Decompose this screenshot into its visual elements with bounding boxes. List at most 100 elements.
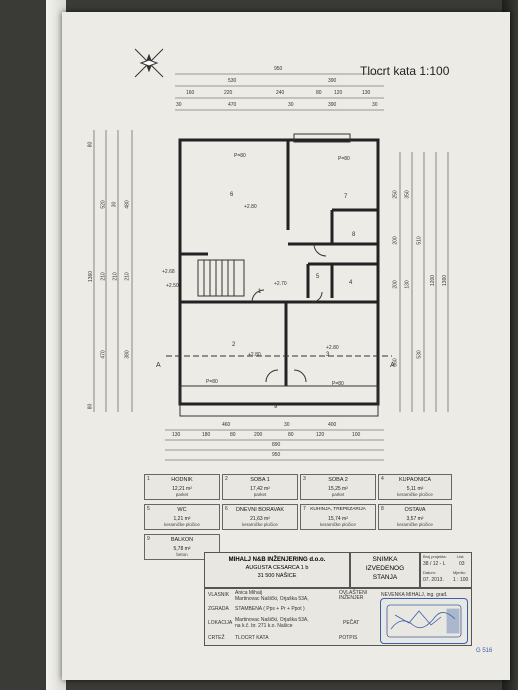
dim-label: 30 <box>111 201 118 208</box>
dim-label: 100 <box>352 432 361 438</box>
sheet-header: List: <box>457 554 465 559</box>
dim-label: 30 <box>372 102 378 108</box>
window-label: P=80 <box>338 156 350 162</box>
dim-label: 180 <box>202 432 211 438</box>
dim-label: 890 <box>272 442 281 448</box>
room-card-area: 15,25 <box>328 486 341 492</box>
room-card-unit: m² <box>417 486 424 492</box>
room-card-number: 3 <box>303 476 306 482</box>
plan-title: Tlocrt kata 1:100 <box>360 64 450 78</box>
owner-line: Anica Mihalj <box>235 590 262 596</box>
room-number: 2 <box>232 342 236 348</box>
company-box: MIHALJ N&B INŽENJERING d.o.o. AUGUSTA CE… <box>204 552 350 588</box>
room-number: 4 <box>349 280 353 286</box>
dim-label: 480 <box>124 200 131 209</box>
dim-label: 470 <box>228 102 237 108</box>
dim-label: 130 <box>362 90 371 96</box>
doc-title-line: STANJA <box>372 574 398 581</box>
room-number: 5 <box>316 274 320 280</box>
room-number: 7 <box>344 194 348 200</box>
dim-label: 1360 <box>442 274 449 287</box>
owner-line: Martinovac Našički, Orjaška 53A, <box>235 596 309 602</box>
room-card-unit: m² <box>184 516 191 522</box>
height-label: +2.50 <box>166 283 179 289</box>
doc-title-line: SNIMKA <box>372 556 398 563</box>
authorized-label: OVLAŠTENI INŽENJER <box>339 590 368 601</box>
room-card-unit: m² <box>342 486 348 492</box>
drawing-value: TLOCRT KATA <box>235 635 269 641</box>
location-line: na k.č. br. 271 k.o. Našice <box>235 623 293 629</box>
dim-label: 200 <box>392 236 399 245</box>
room-card-area: 5,11 <box>406 486 417 492</box>
dim-label: 530 <box>228 78 237 84</box>
north-arrow-icon <box>134 48 164 78</box>
room-card-name: DNEVNI BORAVAK <box>235 507 285 513</box>
room-card-unit: m² <box>342 516 348 522</box>
owner-label: VLASNIK <box>208 592 230 598</box>
room-card-floor: beton <box>176 552 188 557</box>
location-label: LOKACIJA <box>208 620 233 626</box>
dim-label: 130 <box>172 432 181 438</box>
window-label: P=80 <box>332 381 344 387</box>
dim-label: 950 <box>274 66 283 72</box>
room-card: 6 DNEVNI BORAVAK 21,63 m² keramičke ploč… <box>222 504 298 530</box>
drawing-label: CRTEŽ <box>208 635 225 641</box>
building-label: ZGRADA <box>208 606 229 612</box>
dim-label: 400 <box>328 422 337 428</box>
room-number: 1 <box>258 289 262 295</box>
height-label: +2.80 <box>326 345 339 351</box>
dim-label: 210 <box>124 272 131 281</box>
room-card: 7 KUHINJA, TREPEZARIJA 15,74 m² keramičk… <box>300 504 376 530</box>
window-label: P=80 <box>234 153 246 159</box>
room-card: 4 KUPAONICA 5,11 m² keramičke pločice <box>378 474 452 500</box>
dim-label: 30 <box>288 102 294 108</box>
stamp-icon <box>386 604 462 638</box>
location-line: Martinovac Našički, Orjaška 53A, <box>235 617 309 623</box>
company-name: MIHALJ N&B INŽENJERING d.o.o. <box>228 557 326 563</box>
room-card-area: 17,42 <box>250 486 263 492</box>
room-card: 1 HODNIK 12,21 m² parket <box>144 474 220 500</box>
room-card: 8 OSTAVA 3,57 m² keramičke pločice <box>378 504 452 530</box>
dim-label: 80 <box>316 90 322 96</box>
room-card-name: KUPAONICA <box>399 477 431 483</box>
room-card-unit: m² <box>184 546 191 552</box>
room-card-number: 1 <box>147 476 150 482</box>
dim-label: 120 <box>334 90 343 96</box>
dim-label: 530 <box>416 350 423 359</box>
room-card-area: 5,78 <box>173 546 184 552</box>
sheet-no: 03 <box>459 561 465 567</box>
dim-label: 240 <box>276 90 285 96</box>
room-card-floor: keramičke pločice <box>320 522 356 527</box>
room-card-name: HODNIK <box>171 477 193 483</box>
room-card-floor: parket <box>253 492 267 497</box>
room-card-area: 12,21 <box>172 486 185 492</box>
dim-label: 380 <box>124 350 131 359</box>
dim-label: 950 <box>272 452 281 458</box>
room-card-name: OSTAVA <box>404 507 426 513</box>
project-no: 38 / 12 - L <box>423 561 446 567</box>
doc-title-box: SNIMKA IZVEDENOG STANJA <box>350 552 420 588</box>
room-card-area: 15,74 <box>328 516 341 522</box>
dim-label: 220 <box>224 90 233 96</box>
room-card-number: 8 <box>381 506 384 512</box>
dim-label: 80 <box>87 403 94 410</box>
room-card-unit: m² <box>264 486 270 492</box>
dim-label: 250 <box>392 190 399 199</box>
room-card-floor: parket <box>175 492 189 497</box>
dim-label: 1200 <box>430 274 437 287</box>
room-card-number: 7 <box>303 506 306 512</box>
dim-label: 350 <box>404 190 411 199</box>
stamp-code: G 516 <box>476 648 493 654</box>
dim-label: 520 <box>100 200 107 209</box>
section-mark: A <box>156 362 161 369</box>
dim-label: 130 <box>404 280 411 289</box>
dim-label: 80 <box>87 141 94 148</box>
stamp-label: PEČAT <box>343 620 360 626</box>
dim-label: 200 <box>254 432 263 438</box>
doc-title-line: IZVEDENOG <box>365 565 405 572</box>
details-box: VLASNIK Anica Mihalj Martinovac Našički,… <box>204 588 472 646</box>
date-value: 07. 2013. <box>423 577 444 583</box>
engineer-name: NEVENKA MIHALJ, ing. građ. <box>381 592 448 598</box>
dim-label: 360 <box>392 358 399 367</box>
room-card-name: WC <box>177 507 187 513</box>
